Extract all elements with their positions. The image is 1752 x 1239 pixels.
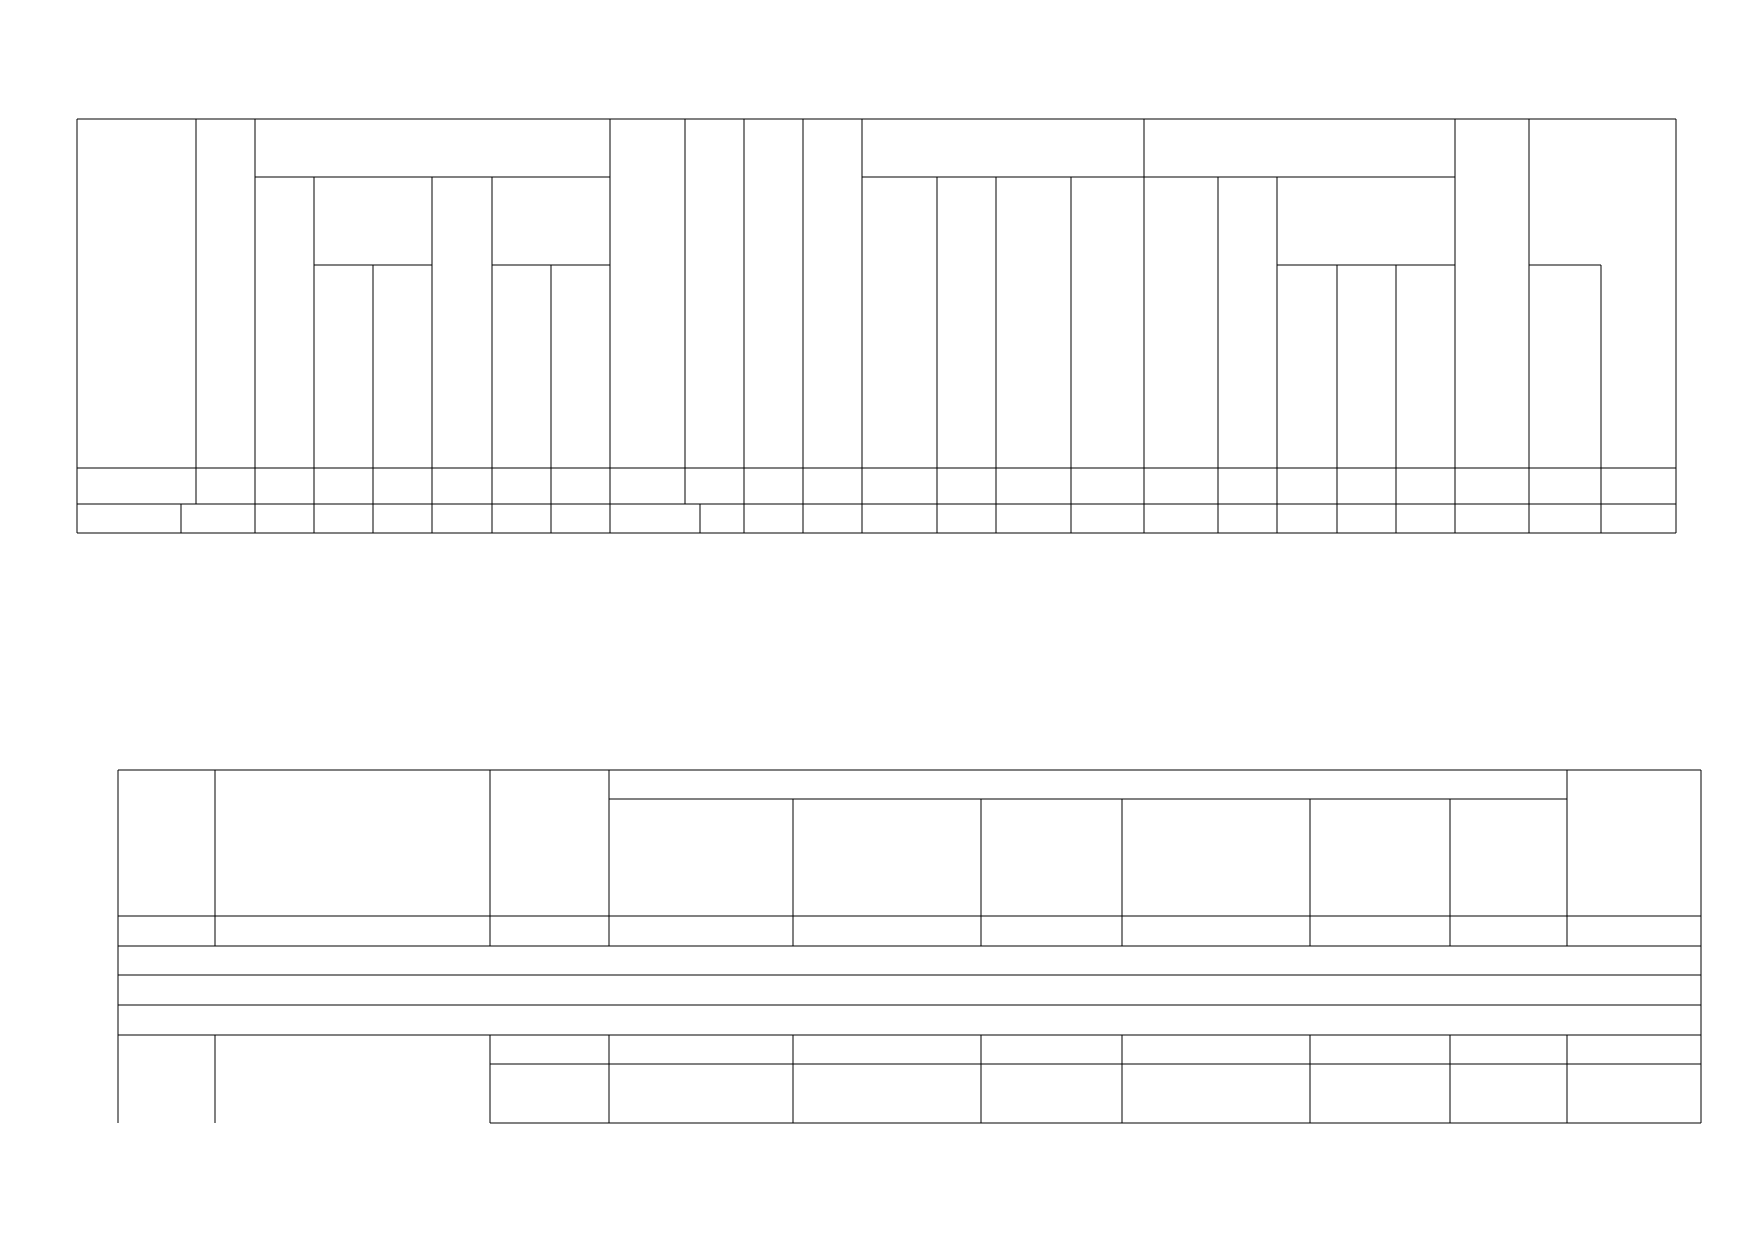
upper-table-grid — [76, 118, 1677, 534]
lower-table-grid — [117, 769, 1702, 1124]
